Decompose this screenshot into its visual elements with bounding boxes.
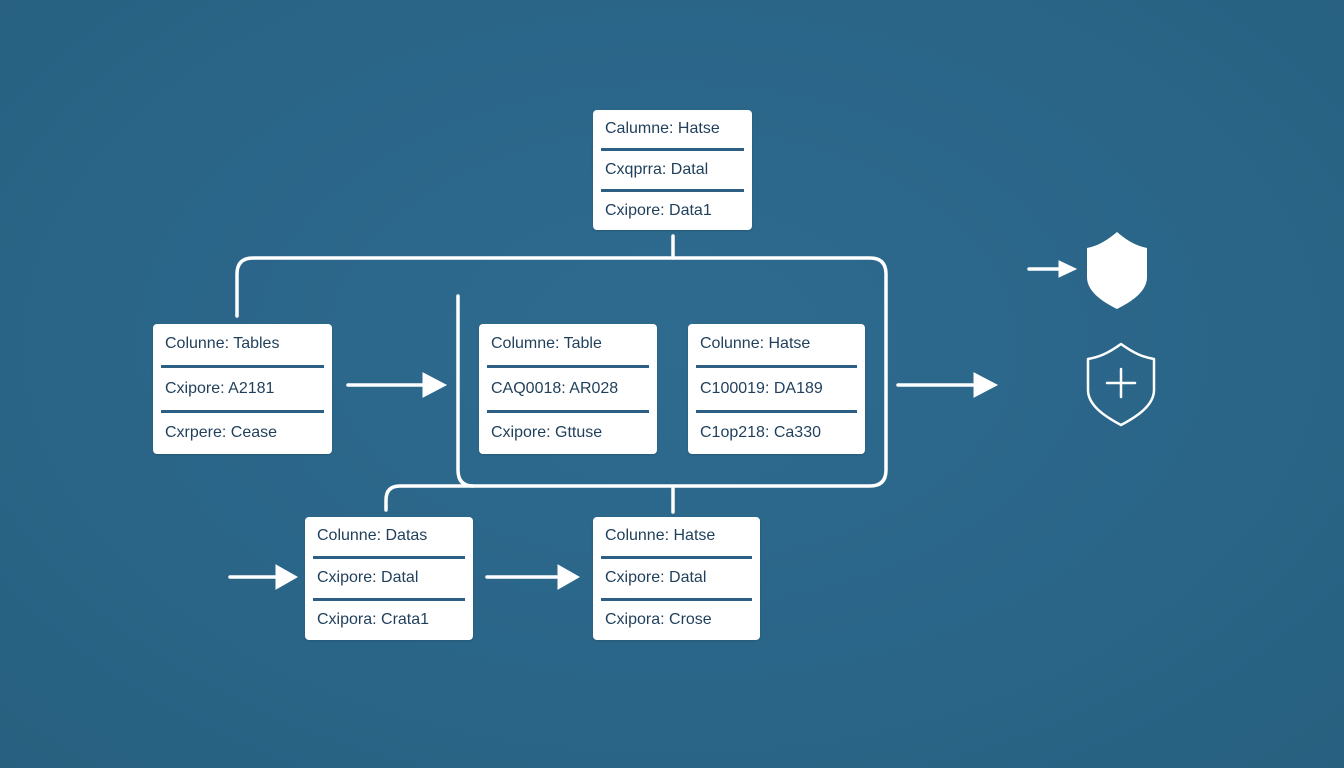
row-divider — [696, 409, 857, 413]
row-divider — [487, 365, 649, 369]
row-divider — [601, 597, 752, 601]
table-row: Colunne: Tables — [165, 335, 280, 353]
table-row: Cxipora: Crose — [605, 611, 712, 629]
row-divider — [313, 555, 465, 559]
row-divider — [601, 188, 744, 192]
arrowhead — [1058, 260, 1078, 278]
table-row: CAQ0018: AR028 — [491, 379, 619, 397]
connector-bottom-left — [384, 484, 475, 512]
arrowhead — [422, 372, 448, 398]
arrowhead — [275, 564, 299, 590]
table-row: Columne: Table — [491, 335, 602, 353]
shield-icon — [1087, 232, 1147, 309]
table-row: Cxqprra: Datal — [605, 160, 709, 178]
table-row: Cxipore: A2181 — [165, 379, 275, 397]
table-row: Cxipore: Datal — [317, 569, 419, 587]
arrowhead — [973, 372, 999, 398]
table-row: Cxipora: Crata1 — [317, 611, 430, 629]
arrowhead — [557, 564, 581, 590]
table-row: Cxrpere: Cease — [165, 424, 278, 442]
table-card-center: Columne: Table CAQ0018: AR028 Cxipore: G… — [479, 324, 657, 454]
table-row: Colunne: Hatse — [700, 335, 811, 353]
table-row: Cxipore: Gttuse — [491, 424, 603, 442]
row-divider — [601, 555, 752, 559]
table-row: C100019: DA189 — [700, 379, 823, 397]
table-card-right: Colunne: Hatse C100019: DA189 C1op218: C… — [688, 324, 865, 454]
table-row: C1op218: Ca330 — [700, 424, 821, 442]
table-row: Cxipore: Datal — [605, 569, 707, 587]
shield-plus-icon — [1086, 342, 1156, 427]
table-card-top: Calumne: Hatse Cxqprra: Datal Cxipore: D… — [593, 110, 752, 230]
table-card-bottom-left: Colunne: Datas Cxipore: Datal Cxipora: C… — [305, 517, 473, 640]
table-card-bottom-right: Colunne: Hatse Cxipore: Datal Cxipora: C… — [593, 517, 760, 640]
row-divider — [161, 365, 324, 369]
table-row: Colunne: Hatse — [605, 527, 716, 545]
table-row: Colunne: Datas — [317, 527, 428, 545]
row-divider — [487, 409, 649, 413]
table-card-left: Colunne: Tables Cxipore: A2181 Cxrpere: … — [153, 324, 332, 454]
row-divider — [313, 597, 465, 601]
row-divider — [161, 409, 324, 413]
table-row: Cxipore: Data1 — [605, 201, 712, 219]
table-row: Calumne: Hatse — [605, 119, 720, 137]
row-divider — [601, 147, 744, 151]
row-divider — [696, 365, 857, 369]
